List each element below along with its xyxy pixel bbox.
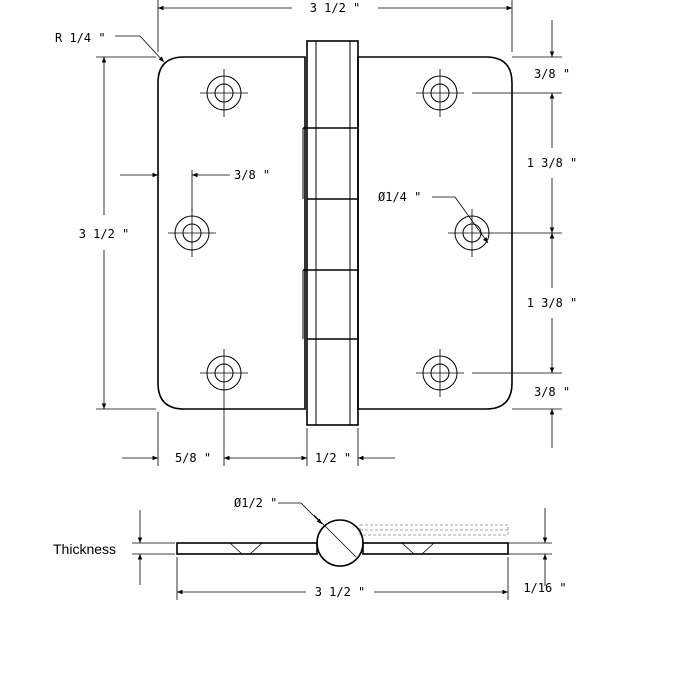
dim-knuckle-width-label: 1/2 " — [315, 451, 351, 465]
dim-spacing-lower-label: 1 3/8 " — [527, 296, 578, 310]
dim-right-vertical-chain: 3/8 " 1 3/8 " 1 3/8 " 3/8 " — [472, 20, 577, 448]
knuckle-barrel — [306, 40, 359, 426]
dim-corner-radius: R 1/4 " — [55, 31, 165, 63]
dim-thickness-left: Thickness — [53, 510, 175, 585]
dim-top-width-label: 3 1/2 " — [310, 1, 361, 15]
screw-hole-top-left — [200, 69, 248, 117]
dim-left-height: 3 1/2 " — [79, 56, 156, 410]
left-leaf — [157, 56, 306, 410]
dim-corner-radius-label: R 1/4 " — [55, 31, 106, 45]
dim-side-width: 3 1/2 " — [176, 557, 509, 600]
dim-edge-bottom-label: 3/8 " — [534, 385, 570, 399]
dim-hole-offset-label: 5/8 " — [175, 451, 211, 465]
hinge-top-view — [157, 40, 513, 426]
dim-hole-diameter: Ø1/4 " — [378, 190, 489, 244]
screw-hole-bottom-left — [200, 349, 248, 397]
hinge-side-view — [176, 514, 509, 567]
screw-hole-mid-left — [168, 209, 216, 257]
thickness-label: Thickness — [53, 541, 116, 557]
dim-hole-diameter-label: Ø1/4 " — [378, 190, 421, 204]
dim-spacing-upper-label: 1 3/8 " — [527, 156, 578, 170]
dim-edge-top-label: 3/8 " — [534, 67, 570, 81]
side-pin-barrel — [316, 519, 364, 567]
dim-thickness-value-label: 1/16 " — [523, 581, 566, 595]
dim-hole-inset-label: 3/8 " — [234, 168, 270, 182]
side-leaf-left — [176, 542, 318, 555]
dim-top-width: 3 1/2 " — [157, 0, 513, 52]
dim-bottom-horizontal-chain: 5/8 " 1/2 " — [122, 397, 395, 466]
right-leaf — [357, 56, 513, 410]
screw-hole-top-right — [416, 69, 464, 117]
dim-hole-inset: 3/8 " — [120, 168, 270, 212]
dim-thickness-right: 1/16 " — [508, 508, 567, 595]
side-leaf-right — [362, 542, 509, 555]
dim-pin-diameter: Ø1/2 " — [234, 496, 323, 525]
screw-hole-mid-right — [448, 209, 496, 257]
dim-side-width-label: 3 1/2 " — [315, 585, 366, 599]
screw-hole-bottom-right — [416, 349, 464, 397]
dim-left-height-label: 3 1/2 " — [79, 227, 130, 241]
dim-pin-diameter-label: Ø1/2 " — [234, 496, 277, 510]
